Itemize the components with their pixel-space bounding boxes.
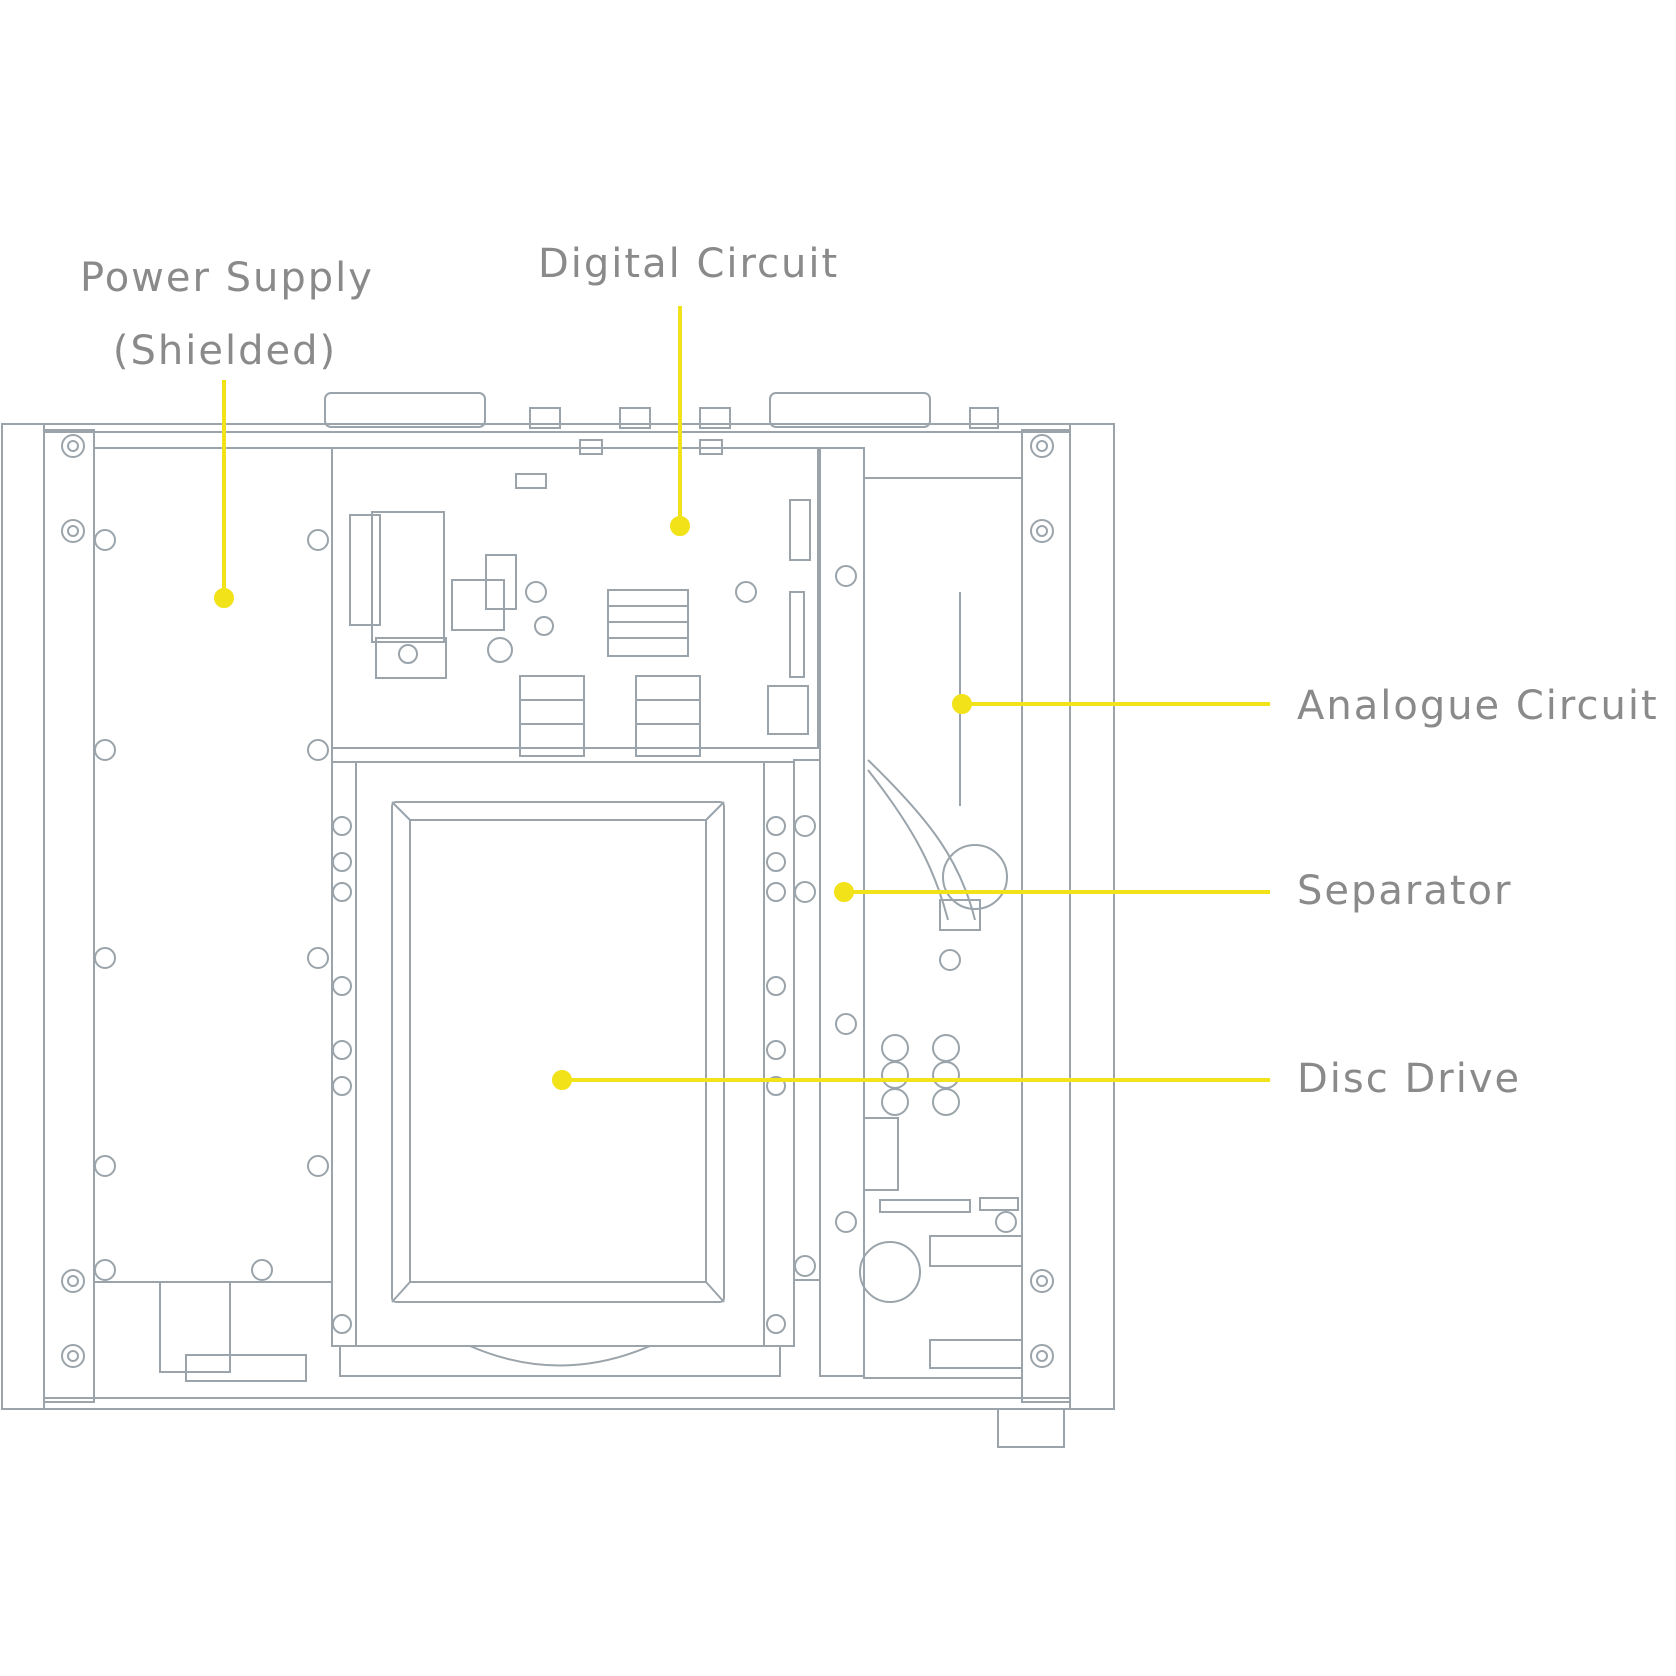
front-foot (997, 1408, 1065, 1448)
rear-connector-left (324, 392, 486, 428)
label-power-supply: Power Supply (Shielded) (80, 242, 374, 388)
ribbon-cable-right (635, 675, 701, 757)
disc-drive-tray (391, 801, 725, 1303)
chassis-left-rail (1, 423, 45, 1410)
disc-drive-window (409, 819, 707, 1283)
label-separator: Separator (1297, 868, 1513, 914)
analogue-board (863, 477, 1023, 1379)
rear-connector-right (769, 392, 931, 428)
chassis-right-rail (1069, 423, 1115, 1410)
label-disc-drive: Disc Drive (1297, 1056, 1522, 1102)
callout-dot-power-supply (214, 588, 234, 608)
label-power-supply-line1: Power Supply (80, 255, 374, 301)
label-power-supply-line2: (Shielded) (112, 328, 338, 374)
label-digital-circuit: Digital Circuit (538, 241, 840, 287)
disc-drive-frame (355, 761, 765, 1347)
label-analogue-circuit: Analogue Circuit (1297, 683, 1659, 729)
ribbon-cable-left (519, 675, 585, 757)
separator-wall (819, 447, 865, 1377)
callout-dot-disc-drive (552, 1070, 572, 1090)
power-supply-shield (93, 447, 333, 1283)
chassis-right-bracket (1021, 429, 1071, 1403)
callout-dot-analogue-circuit (952, 694, 972, 714)
chassis-left-bracket (43, 429, 95, 1403)
callout-dot-digital-circuit (670, 516, 690, 536)
digital-board (331, 447, 819, 749)
callout-dot-separator (834, 882, 854, 902)
